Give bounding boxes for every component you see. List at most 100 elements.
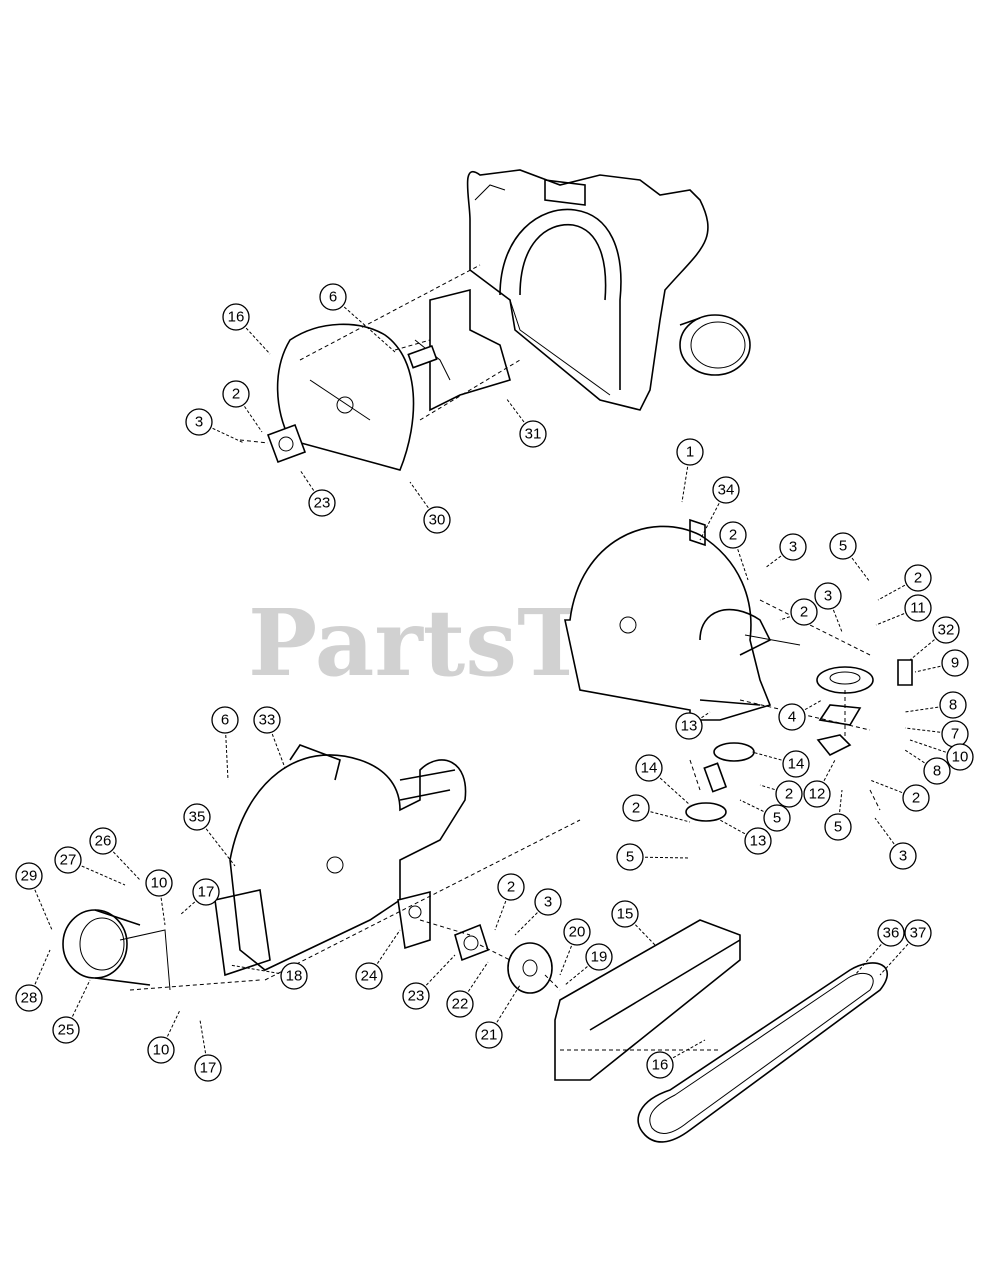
callout-r-3a: 3 — [764, 533, 807, 569]
callout-circle — [646, 1051, 674, 1079]
left-pulley-21 — [507, 942, 553, 994]
callout-number: 16 — [652, 1057, 669, 1074]
callout-number: 15 — [617, 906, 634, 923]
callout-number: 34 — [718, 482, 735, 499]
callout-r-3b: 3 — [814, 582, 843, 633]
callout-circle — [904, 564, 932, 592]
callout-number: 12 — [809, 786, 826, 803]
callout-r-11: 11 — [875, 594, 932, 626]
left-duct-25 — [62, 909, 171, 991]
callout-r-5d: 5 — [616, 843, 691, 871]
callout-circle — [145, 869, 173, 897]
callout-circle — [183, 803, 211, 831]
right-idler-arm-12 — [816, 659, 913, 757]
callout-r-2e: 2 — [869, 779, 930, 812]
callout-leader — [659, 1039, 706, 1066]
callout-leader — [909, 739, 961, 758]
callout-number: 2 — [232, 386, 240, 403]
callout-circle — [52, 1016, 80, 1044]
callout-circle — [185, 408, 213, 436]
callout-number: 21 — [481, 1027, 498, 1044]
callout-top-23: 23 — [299, 469, 336, 517]
right-blower-housing — [564, 518, 801, 721]
callout-circle — [534, 888, 562, 916]
callout-circle — [222, 380, 250, 408]
callout-number: 22 — [452, 996, 469, 1013]
callout-circle — [475, 1021, 503, 1049]
top-bracket-31 — [407, 288, 511, 412]
callout-leader — [368, 929, 401, 977]
callout-r-2a: 2 — [719, 521, 749, 581]
callout-circle — [319, 283, 347, 311]
callout-circle — [744, 827, 772, 855]
callout-number: 16 — [228, 309, 245, 326]
callout-leader — [869, 779, 917, 799]
callout-leader — [699, 489, 727, 541]
callout-number: 5 — [834, 819, 842, 836]
callout-circle — [889, 842, 917, 870]
callout-r-13b: 13 — [719, 819, 772, 855]
callout-number: 2 — [729, 527, 737, 544]
callout-circle — [611, 900, 639, 928]
callout-number: 5 — [773, 810, 781, 827]
callout-number: 4 — [788, 709, 796, 726]
top-blower-housing — [466, 169, 751, 411]
left-mount-24 — [397, 890, 431, 950]
callout-number: 27 — [60, 852, 77, 869]
callout-r-12: 12 — [803, 759, 836, 808]
callout-circle — [941, 649, 969, 677]
callout-r-2b: 2 — [877, 564, 932, 601]
callout-number: 17 — [198, 884, 215, 901]
callout-number: 36 — [883, 925, 900, 942]
top-side-plate — [276, 323, 415, 471]
callout-number: 11 — [910, 600, 926, 617]
callout-circle — [712, 476, 740, 504]
callout-top-3: 3 — [185, 408, 245, 444]
callout-r-7: 7 — [904, 720, 969, 748]
callout-number: 35 — [189, 809, 206, 826]
callout-leader — [28, 949, 51, 999]
callout-circle — [790, 598, 818, 626]
callout-number: 1 — [686, 444, 694, 461]
callout-number: 28 — [21, 990, 38, 1007]
callout-circle — [616, 843, 644, 871]
callout-leader — [198, 421, 245, 444]
callout-r-2f: 2 — [622, 794, 691, 823]
callout-circle — [355, 962, 383, 990]
callout-number: 6 — [221, 712, 229, 729]
callout-l-10b: 10 — [147, 1009, 181, 1064]
callout-l-26: 26 — [89, 827, 141, 881]
callout-number: 2 — [507, 879, 515, 896]
callout-leader — [415, 954, 456, 997]
callout-number: 8 — [949, 697, 957, 714]
callout-r-2c: 2 — [779, 598, 818, 626]
callout-circle — [814, 582, 842, 610]
callout-number: 3 — [789, 539, 797, 556]
callout-circle — [877, 919, 905, 947]
callout-top-30: 30 — [409, 481, 451, 534]
callout-r-2d: 2 — [759, 780, 803, 808]
callout-circle — [308, 489, 336, 517]
callout-l-16: 16 — [646, 1039, 706, 1079]
callout-circle — [622, 794, 650, 822]
callout-r-4: 4 — [778, 699, 823, 731]
callout-circle — [194, 1054, 222, 1082]
callout-l-23: 23 — [402, 954, 456, 1010]
callout-number: 5 — [626, 849, 634, 866]
callout-r-3c: 3 — [874, 817, 917, 870]
callout-circle — [932, 616, 960, 644]
callout-leader — [681, 451, 691, 503]
callout-r-9: 9 — [914, 649, 969, 677]
callout-circle — [902, 784, 930, 812]
callout-leader — [332, 296, 396, 353]
callout-leader — [102, 840, 141, 881]
callout-number: 26 — [95, 833, 112, 850]
callout-circle — [635, 754, 663, 782]
callout-circle — [829, 532, 857, 560]
callout-circle — [253, 706, 281, 734]
callout-l-6: 6 — [211, 706, 239, 781]
callout-number: 2 — [785, 786, 793, 803]
callout-r-5c: 5 — [824, 789, 852, 841]
callout-number: 2 — [800, 604, 808, 621]
callout-circle — [824, 813, 852, 841]
